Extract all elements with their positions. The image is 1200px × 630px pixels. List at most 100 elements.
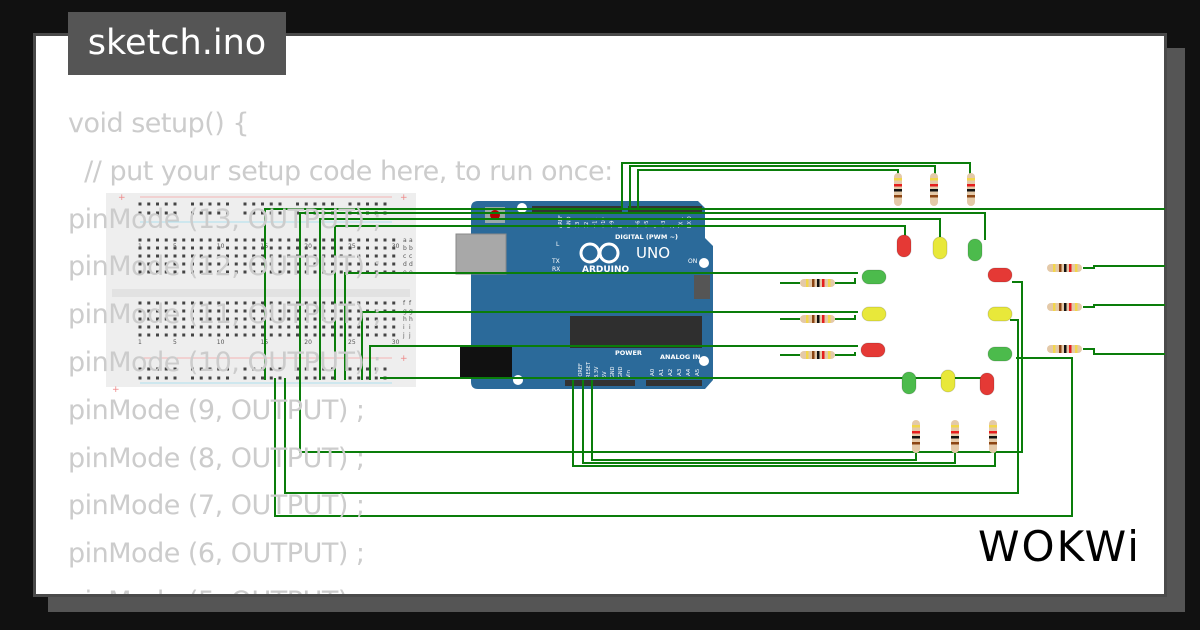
rail-plus-label: +: [400, 354, 408, 364]
digital-pin-label: 13: [575, 222, 581, 228]
breadboard-hole: [164, 333, 168, 337]
breadboard-hole: [164, 254, 168, 258]
wokwi-logo[interactable]: WOKWi: [978, 522, 1141, 571]
wire: [1083, 348, 1165, 355]
breadboard-hole: [147, 301, 151, 305]
resistor-band: [1075, 345, 1078, 353]
resistor-band: [1064, 303, 1067, 311]
breadboard-hole: [304, 309, 308, 313]
breadboard-hole: [243, 262, 247, 266]
breadboard-hole: [278, 246, 282, 250]
breadboard-hole: [182, 317, 186, 321]
breadboard-hole: [366, 254, 369, 258]
digital-pin-label: AREF: [558, 215, 564, 228]
breadboard-hole: [374, 262, 378, 266]
row-letter: j: [402, 332, 405, 339]
digital-pin-label: ~3: [661, 221, 667, 228]
breadboard-hole: [261, 325, 264, 329]
tx-label: TX: [551, 258, 560, 265]
rail-hole: [296, 376, 299, 380]
breadboard-hole: [313, 333, 317, 337]
breadboard-hole: [217, 301, 221, 305]
breadboard-hole: [313, 270, 317, 274]
breadboard-hole: [226, 262, 229, 266]
breadboard-hole: [138, 254, 142, 258]
digital-pin-label: ~5: [644, 221, 650, 228]
resistor-band: [989, 425, 997, 428]
arduino-logo-icon: [598, 242, 620, 264]
breadboard-hole: [138, 317, 142, 321]
rail-hole: [357, 367, 361, 371]
rail-hole: [348, 367, 352, 371]
breadboard-hole: [199, 254, 203, 258]
breadboard-hole: [199, 238, 203, 242]
breadboard-hole: [287, 262, 291, 266]
rail-hole: [374, 376, 378, 380]
rail-hole: [322, 376, 326, 380]
rail-hole: [296, 202, 299, 206]
resistor-band: [930, 189, 938, 192]
breadboard-hole: [252, 262, 256, 266]
led: [860, 342, 886, 358]
rail-hole: [217, 376, 221, 380]
breadboard-hole: [278, 325, 282, 329]
rail-hole: [331, 202, 334, 206]
breadboard-hole: [234, 254, 238, 258]
wire: [572, 380, 996, 467]
breadboard-hole: [296, 333, 299, 337]
breadboard-hole: [339, 333, 343, 337]
breadboard-hole: [296, 254, 299, 258]
breadboard-hole: [252, 270, 256, 274]
breadboard-hole: [147, 246, 151, 250]
breadboard-hole: [383, 317, 387, 321]
breadboard-hole: [173, 262, 177, 266]
breadboard-hole: [296, 325, 299, 329]
resistor-band: [912, 436, 920, 439]
resistor-band: [1064, 264, 1067, 272]
row-letter: b: [403, 245, 407, 252]
breadboard-hole: [243, 309, 247, 313]
breadboard-hole: [392, 333, 396, 337]
breadboard-hole: [304, 238, 308, 242]
power-pin-label: RESET: [586, 361, 592, 378]
breadboard-hole: [156, 270, 159, 274]
rail-hole: [269, 211, 273, 215]
atmega-chip: [570, 316, 702, 348]
rail-hole: [156, 376, 159, 380]
breadboard-hole: [374, 246, 378, 250]
breadboard-hole: [199, 262, 203, 266]
breadboard-hole: [269, 325, 273, 329]
rail-hole: [243, 367, 247, 371]
breadboard-hole: [278, 262, 282, 266]
on-label: ON: [688, 258, 697, 265]
breadboard-hole: [243, 325, 247, 329]
rail-hole: [278, 367, 282, 371]
arduino-uno[interactable]: UNO ARDUINO DIGITAL (PWM ~) ON L TX RX P…: [455, 201, 713, 389]
resistor-band: [951, 431, 959, 434]
resistor-band: [1075, 264, 1078, 272]
breadboard-hole: [304, 333, 308, 337]
rail-hole: [383, 367, 387, 371]
rail-hole: [278, 376, 282, 380]
breadboard-hole: [304, 270, 308, 274]
breadboard-hole: [182, 333, 186, 337]
rail-hole: [164, 376, 168, 380]
resistor-band: [951, 436, 959, 439]
breadboard-hole: [392, 317, 396, 321]
rail-hole: [261, 367, 264, 371]
power-header: [565, 380, 635, 386]
wire: [264, 208, 1165, 380]
breadboard-hole: [348, 246, 352, 250]
rail-hole: [226, 376, 229, 380]
breadboard-hole: [322, 262, 326, 266]
rail-hole: [199, 367, 203, 371]
breadboard-hole: [191, 270, 194, 274]
rail-hole: [243, 376, 247, 380]
breadboard-hole: [348, 317, 352, 321]
rail-hole: [296, 211, 299, 215]
rail-hole: [322, 367, 326, 371]
breadboard-hole: [182, 270, 186, 274]
rail-hole: [348, 202, 352, 206]
breadboard-hole: [199, 309, 203, 313]
resistor-band: [912, 431, 920, 434]
